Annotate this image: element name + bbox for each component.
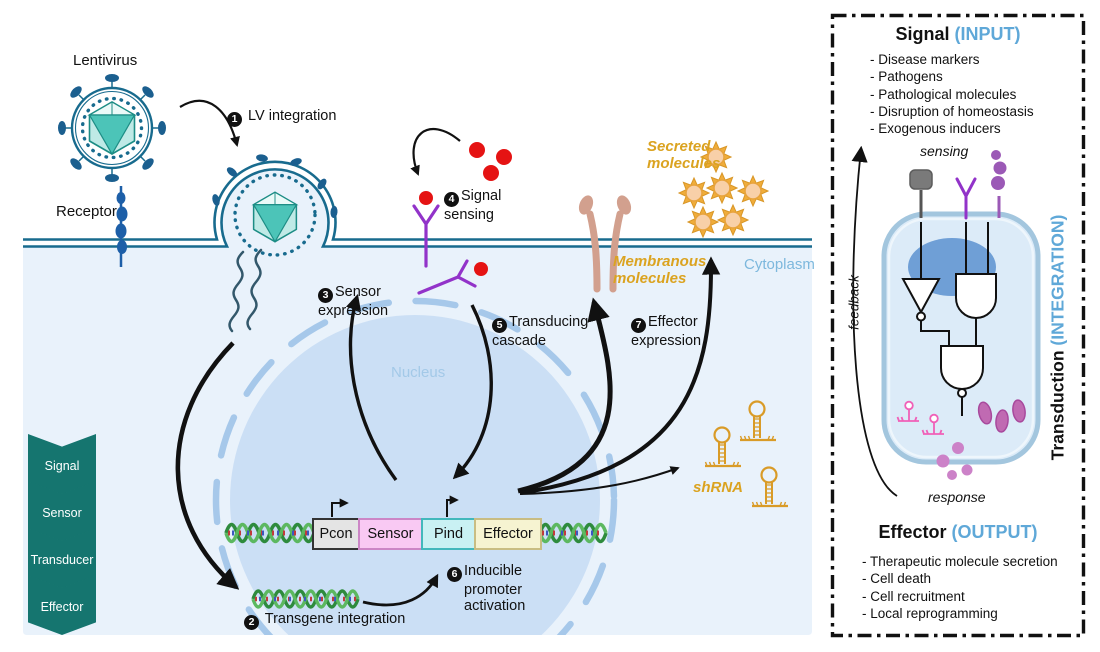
lentivirus-label: Lentivirus	[73, 52, 138, 69]
viral-genome-icon	[228, 248, 263, 333]
transgene-helix	[251, 589, 360, 609]
input-item: - Disease markers	[870, 52, 980, 67]
chevron-transducer: Transducer	[28, 528, 96, 588]
response-molecules	[936, 442, 973, 480]
arrow-transgene-integration	[175, 341, 240, 590]
step-transgene-integration: 2 Transgene integration	[244, 611, 405, 630]
endocytosed-virus-icon	[212, 154, 338, 257]
arrow-effector-to-membrane	[517, 297, 613, 494]
bound-signal-dot	[419, 191, 433, 205]
promoter-icon-2	[921, 413, 944, 435]
nucleus-label: Nucleus	[391, 364, 446, 381]
nand-gate-icon	[940, 345, 984, 390]
dna-helix-left	[224, 522, 316, 544]
chevron-signal: Signal	[28, 434, 96, 494]
signal-input-title: Signal (INPUT)	[895, 24, 1021, 44]
arrow-lv-integration	[179, 99, 240, 147]
step-1-badge: 1	[227, 111, 242, 127]
output-item: - Cell recruitment	[862, 588, 965, 604]
input-item: - Exogenous inducers	[870, 121, 1001, 137]
receptor-icon	[115, 186, 128, 267]
sensing-label: sensing	[920, 143, 969, 159]
construct-sensor-box: Sensor	[358, 518, 423, 550]
receptor-y-icon	[955, 177, 977, 220]
transduction-label: Transduction (INTEGRATION)	[1047, 214, 1068, 461]
shrna-label: shRNA	[693, 479, 744, 496]
lentivirus-icon	[58, 74, 166, 182]
not-gate-icon	[901, 278, 941, 315]
arrow-pcon-transcription	[331, 498, 349, 517]
cytoplasm-label: Cytoplasm	[744, 256, 815, 273]
effector-proteins	[977, 399, 1026, 433]
arrow-effector-to-secreted	[519, 256, 721, 495]
arrow-sensor-expression	[345, 293, 398, 482]
membranous-molecules-label: Membranous molecules	[613, 253, 707, 287]
construct-pcon-box: Pcon	[312, 518, 360, 550]
input-item: - Pathogens	[870, 69, 943, 85]
membranous-molecule-icon	[578, 195, 632, 293]
pathway-legend: Signal Sensor Transducer Effector	[28, 434, 96, 635]
construct-pind-box: Pind	[421, 518, 476, 550]
promoter-icon	[896, 400, 919, 422]
output-item: - Therapeutic molecule secretion	[862, 554, 1058, 569]
schematic-cell	[881, 150, 1041, 465]
arrow-signal-sensing	[410, 128, 461, 176]
feedback-label: feedback	[846, 275, 862, 330]
output-item: - Local reprogramming	[862, 605, 998, 621]
virus-spikes	[58, 74, 166, 182]
membrane-sensor-icon	[412, 204, 440, 268]
input-list: - Disease markers - Pathogens - Patholog…	[870, 51, 1034, 137]
input-item: - Pathological molecules	[870, 86, 1017, 102]
secreted-molecules-label: Secreted molecules	[647, 138, 721, 172]
arrow-inducible-promoter	[362, 573, 439, 607]
receptor-gray-icon	[909, 169, 933, 218]
dna-helix-right	[538, 522, 608, 544]
cytoplasmic-sensor-icon	[417, 259, 477, 295]
arrow-transducing-cascade	[452, 304, 493, 480]
step-lv-integration: 1 LV integration	[227, 108, 336, 127]
output-list: - Therapeutic molecule secretion - Cell …	[862, 553, 1058, 622]
panel-border	[830, 13, 1086, 638]
feedback-arrow	[851, 145, 898, 497]
receptor-label: Receptor	[56, 203, 117, 220]
arrows	[175, 99, 721, 607]
construct-effector-box: Effector	[474, 518, 542, 550]
bound-signal-dot-2	[474, 262, 488, 276]
response-label: response	[928, 489, 986, 505]
and-gate-icon	[955, 273, 997, 319]
effector-output-title: Effector (OUTPUT)	[878, 522, 1038, 542]
receptor-beads-icon	[991, 150, 1007, 218]
output-item: - Cell death	[862, 571, 932, 587]
logic-circuit	[901, 222, 997, 416]
arrow-pind-transcription	[446, 495, 459, 517]
bud-spikes	[212, 154, 338, 218]
arrow-effector-to-shrna	[519, 466, 680, 495]
input-item: - Disruption of homeostasis	[870, 103, 1034, 119]
signal-molecules	[469, 142, 512, 181]
